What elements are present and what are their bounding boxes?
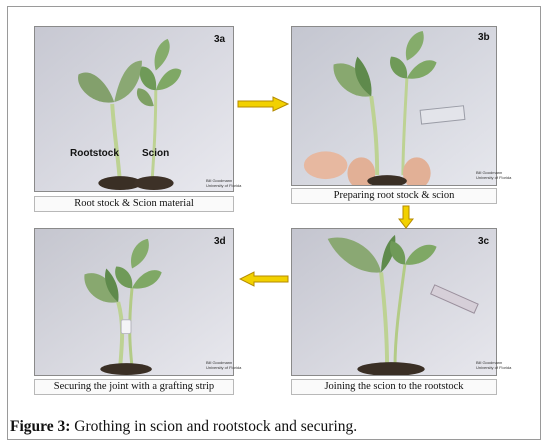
blade [419,105,466,125]
rootstock-leaf-left [78,72,115,103]
caption-3b: Preparing root stock & scion [291,188,497,204]
caption-3a: Root stock & Scion material [34,196,234,212]
panel-label-3a: 3a [214,34,226,45]
caption-3c: Joining the scion to the rootstock [291,379,497,395]
rootstock-leaf-right [114,60,142,103]
photo-3c [291,228,497,376]
caption-3d: Securing the joint with a grafting strip [34,379,234,395]
photo-3d [34,228,234,376]
panel-label-3b: 3b [478,32,490,43]
arrow-left-icon [239,271,289,287]
photo-3b [291,26,497,186]
figure-caption-label: Figure 3: [10,418,71,435]
arrow-right-icon [237,96,289,112]
figure-caption-text: Grothing in scion and rootstock and secu… [74,418,358,435]
grafting-strip [120,319,132,335]
scion-label: Scion [142,148,170,159]
panel-label-3c: 3c [478,236,490,247]
panel-label-3d: 3d [214,236,226,247]
rootstock-label: Rootstock [70,148,119,159]
grafting-strip-loose [430,284,479,314]
arrow-down-icon [398,205,414,229]
figure-caption: Figure 3: Grothing in scion and rootstoc… [10,418,357,436]
scion-stem [150,90,158,186]
photo-3a [34,26,234,192]
